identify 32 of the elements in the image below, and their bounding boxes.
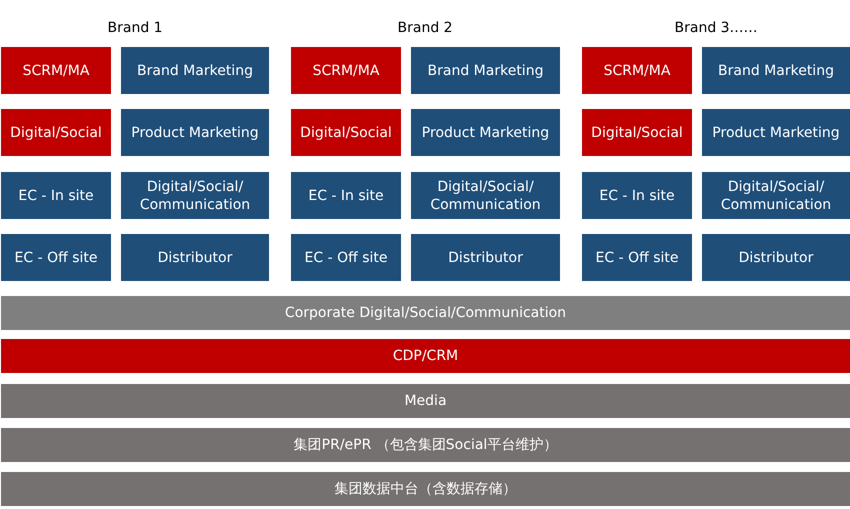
capability-box: Brand Marketing <box>702 47 850 94</box>
capability-box: Digital/Social <box>1 109 111 156</box>
capability-box: Distributor <box>121 234 269 281</box>
capability-box: EC - Off site <box>582 234 692 281</box>
capability-box: Brand Marketing <box>411 47 560 94</box>
column-heading: Brand 1 <box>108 20 163 36</box>
capability-box: Product Marketing <box>121 109 269 156</box>
layer-band: 集团PR/ePR （包含集团Social平台维护） <box>1 428 850 462</box>
capability-box: Digital/Social/ Communication <box>121 172 269 219</box>
capability-box: SCRM/MA <box>582 47 692 94</box>
layer-band: Corporate Digital/Social/Communication <box>1 296 850 330</box>
column-heading: Brand 2 <box>398 20 453 36</box>
capability-box: EC - In site <box>291 172 401 219</box>
layer-band: 集团数据中台（含数据存储） <box>1 472 850 506</box>
capability-box: EC - In site <box>1 172 111 219</box>
capability-box: SCRM/MA <box>291 47 401 94</box>
layer-band: Media <box>1 384 850 418</box>
column-heading: Brand 3…… <box>674 20 758 36</box>
capability-box: EC - Off site <box>1 234 111 281</box>
capability-box: EC - Off site <box>291 234 401 281</box>
capability-box: Digital/Social/ Communication <box>702 172 850 219</box>
capability-box: Digital/Social <box>291 109 401 156</box>
capability-box: EC - In site <box>582 172 692 219</box>
capability-box: Distributor <box>411 234 560 281</box>
capability-box: SCRM/MA <box>1 47 111 94</box>
capability-box: Product Marketing <box>702 109 850 156</box>
capability-box: Digital/Social <box>582 109 692 156</box>
capability-box: Brand Marketing <box>121 47 269 94</box>
capability-box: Product Marketing <box>411 109 560 156</box>
capability-box: Digital/Social/ Communication <box>411 172 560 219</box>
capability-box: Distributor <box>702 234 850 281</box>
layer-band: CDP/CRM <box>1 339 850 373</box>
